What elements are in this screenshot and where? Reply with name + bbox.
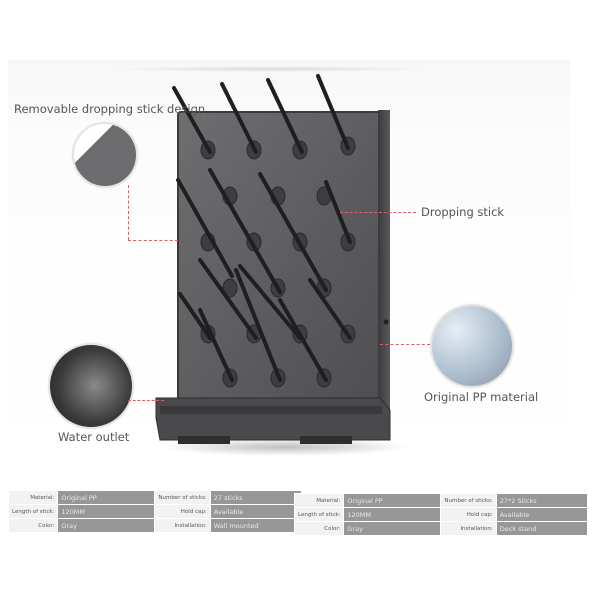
spec-key: Color: (7, 518, 59, 533)
pp-pellets-closeup (430, 304, 514, 388)
spec-value: 120MM (343, 507, 442, 522)
spec-value: 27*2 Sticks (495, 493, 588, 508)
spec-row: Material: Original PP Number of sticks: … (7, 490, 302, 505)
spec-value: Available (495, 507, 588, 522)
spec-row: Color: Gray Installation: Deck stand (293, 521, 588, 536)
spec-key: Hold cap: (440, 507, 497, 522)
callout-water-outlet: Water outlet (58, 430, 130, 444)
top-shadow (110, 66, 430, 72)
spec-value: 120MM (57, 504, 156, 519)
spec-row: Length of stick: 120MM Hold cap: Availab… (7, 504, 302, 519)
water-outlet-closeup (48, 343, 134, 429)
callout-pp-material: Original PP material (424, 390, 539, 404)
leader-line-dropping-stick (340, 212, 416, 213)
spec-key: Color: (293, 521, 345, 536)
spec-table-deck-stand: Material: Original PP Number of sticks: … (293, 493, 588, 536)
spec-value: Available (209, 504, 302, 519)
spec-value: Gray (57, 518, 156, 533)
spec-key: Number of sticks: (154, 490, 211, 505)
spec-value: Gray (343, 521, 442, 536)
removable-stick-closeup (72, 122, 138, 188)
spec-row: Length of stick: 120MM Hold cap: Availab… (293, 507, 588, 522)
drying-rack-image (155, 74, 391, 444)
spec-table-wall-mounted: Material: Original PP Number of sticks: … (7, 490, 302, 533)
leader-line-pp-material (380, 344, 430, 345)
callout-removable-design: Removable dropping stick design (14, 102, 206, 116)
spec-value: Original PP (343, 493, 442, 508)
spec-key: Material: (293, 493, 345, 508)
spec-key: Material: (7, 490, 59, 505)
spec-row: Color: Gray Installation: Wall mounted (7, 518, 302, 533)
leader-line-removable-h (128, 240, 178, 241)
spec-value: 27 sticks (209, 490, 302, 505)
spec-key: Installation: (440, 521, 497, 536)
spec-value: Deck stand (495, 521, 588, 536)
spec-key: Installation: (154, 518, 211, 533)
spec-value: Wall mounted (209, 518, 302, 533)
spec-value: Original PP (57, 490, 156, 505)
spec-row: Material: Original PP Number of sticks: … (293, 493, 588, 508)
spec-key: Hold cap: (154, 504, 211, 519)
spec-key: Length of stick: (7, 504, 59, 519)
leader-line-removable (128, 185, 129, 240)
spec-key: Number of sticks: (440, 493, 497, 508)
leader-line-water-outlet (128, 400, 164, 401)
spec-key: Length of stick: (293, 507, 345, 522)
callout-dropping-stick: Dropping stick (421, 205, 505, 219)
